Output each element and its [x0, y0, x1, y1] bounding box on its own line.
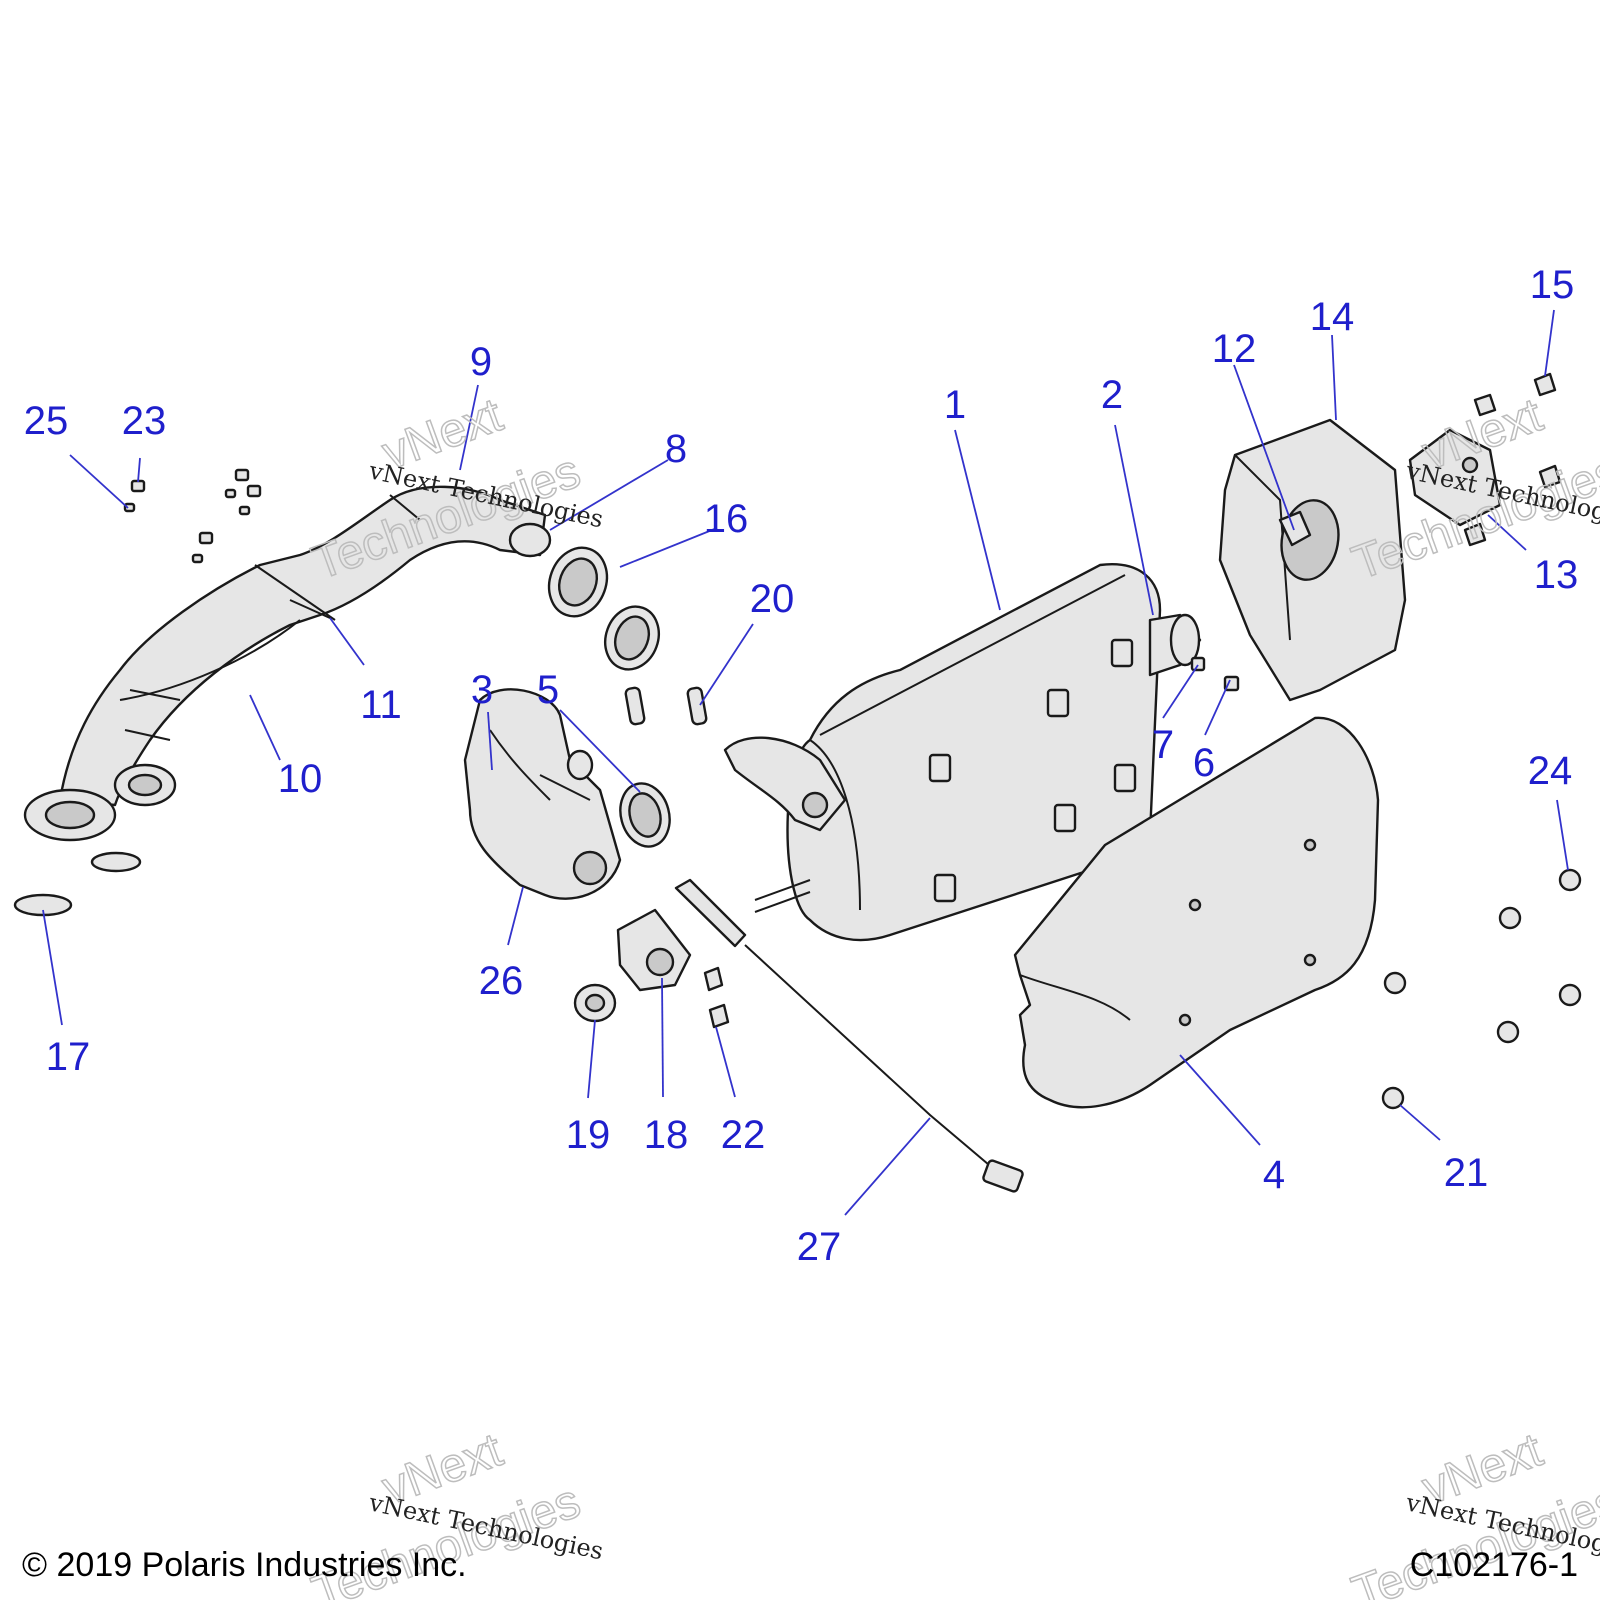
leader-lines	[42, 309, 1569, 1216]
callout-24: 24	[1528, 749, 1573, 793]
callout-26: 26	[479, 959, 524, 1003]
callout-11: 11	[360, 683, 402, 727]
grommet-19	[573, 983, 617, 1023]
callout-18: 18	[644, 1113, 689, 1157]
callout-25: 25	[24, 399, 69, 443]
gasket-ring	[90, 851, 142, 873]
callout-16: 16	[704, 497, 749, 541]
callout-numbers: 1 2 3 4 5 6 7 8 9 10 11 12 13 14 15 16 1…	[24, 263, 1579, 1269]
nuts-21-24	[1381, 868, 1582, 1110]
plate-12	[1278, 510, 1312, 547]
bolts-22	[703, 966, 730, 1029]
callout-6: 6	[1193, 741, 1215, 785]
heat-shield-4	[1013, 716, 1380, 1109]
callout-9: 9	[470, 340, 492, 384]
callout-19: 19	[566, 1113, 611, 1157]
fasteners-6-7	[1190, 656, 1240, 692]
callout-8: 8	[665, 427, 687, 471]
callout-12: 12	[1212, 327, 1257, 371]
clamp-rings-16	[547, 546, 660, 671]
callout-1: 1	[944, 383, 966, 427]
bracket-18	[616, 908, 692, 992]
callout-23: 23	[122, 399, 167, 443]
callout-4: 4	[1263, 1153, 1285, 1197]
outlet-tip-2	[1148, 613, 1202, 677]
head-pipe-assembly	[23, 485, 552, 842]
callout-17: 17	[46, 1035, 91, 1079]
callout-22: 22	[721, 1113, 766, 1157]
callout-20: 20	[750, 577, 795, 621]
bracket-13	[1408, 428, 1502, 527]
callout-2: 2	[1101, 373, 1123, 417]
callout-14: 14	[1310, 295, 1355, 339]
bolts-15	[1463, 372, 1562, 547]
figure-id: C102176-1	[1410, 1546, 1578, 1584]
callout-3: 3	[471, 668, 493, 712]
copyright-text: © 2019 Polaris Industries Inc.	[22, 1546, 467, 1584]
callout-10: 10	[278, 757, 323, 801]
o2-sensor-27	[674, 878, 1024, 1193]
callout-13: 13	[1534, 553, 1579, 597]
manifold-26	[463, 688, 622, 900]
callout-27: 27	[797, 1225, 842, 1269]
small-fasteners-upper-left	[123, 468, 262, 564]
callout-5: 5	[537, 668, 559, 712]
callout-15: 15	[1530, 263, 1575, 307]
callout-21: 21	[1444, 1151, 1489, 1195]
callout-7: 7	[1152, 723, 1174, 767]
springs-20	[624, 686, 708, 726]
